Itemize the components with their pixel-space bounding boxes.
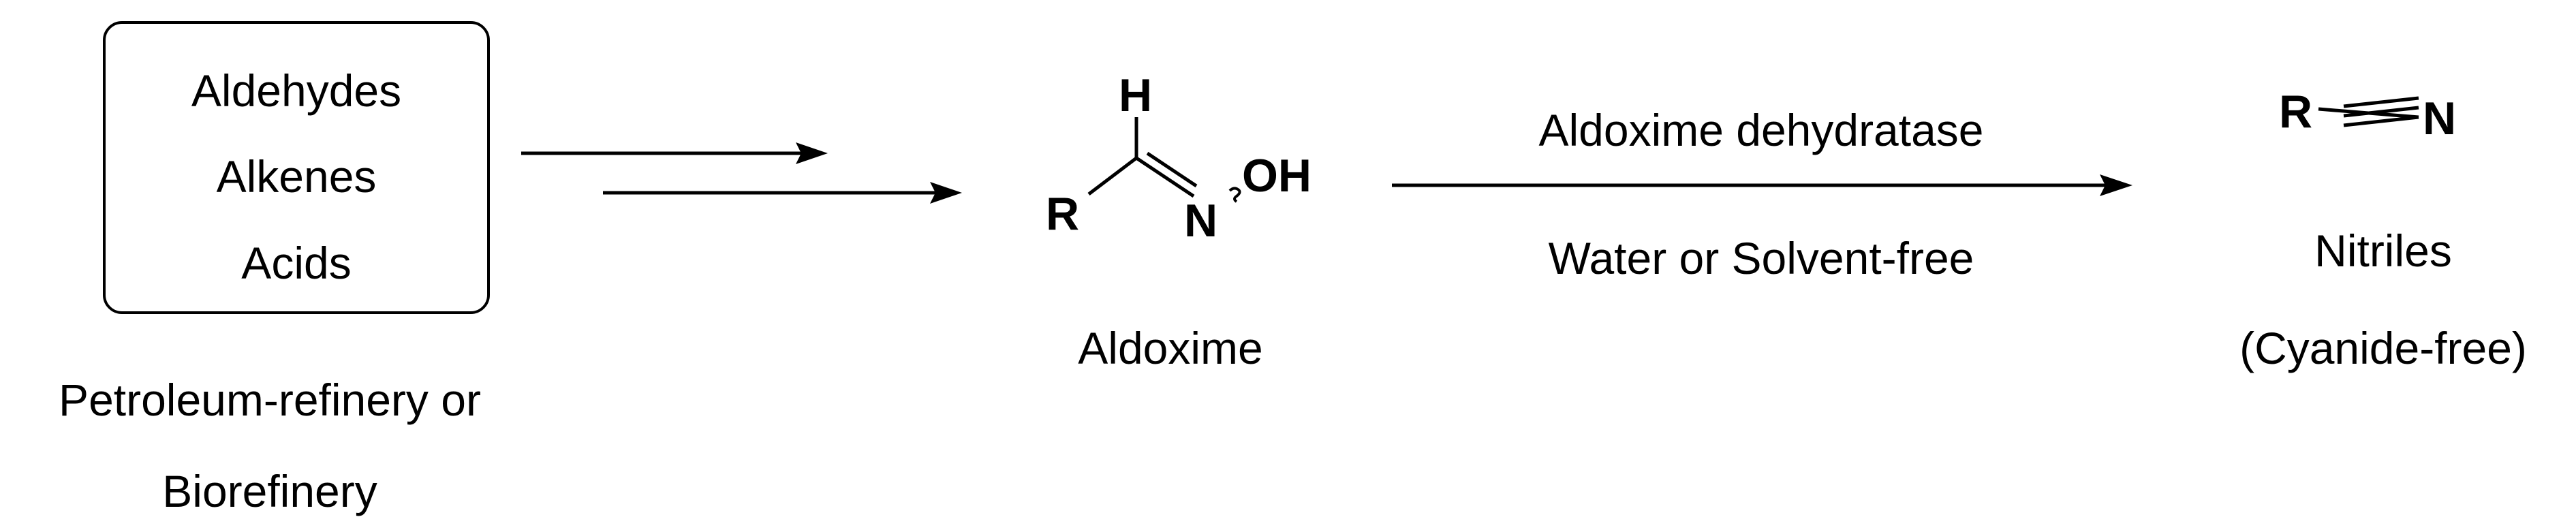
aldoxime-atom-h: H [1119, 69, 1153, 121]
reaction-catalyst: Aldoxime dehydratase [1538, 105, 1984, 155]
n-o-wavy-bond [1228, 187, 1241, 203]
nitrile-atom-r: R [2279, 86, 2313, 138]
aldoxime-atom-r: R [1046, 188, 1080, 240]
aldoxime-bonds [1087, 117, 1241, 203]
multistep-arrows [521, 142, 962, 204]
aldoxime-name: Aldoxime [1078, 323, 1263, 373]
upper-arrowhead [796, 142, 828, 164]
nitrile-triple-bond [2318, 96, 2419, 127]
nitrile-name: Nitriles [2314, 225, 2452, 276]
lower-arrowhead [930, 182, 962, 204]
reaction-conditions: Water or Solvent-free [1548, 233, 1974, 283]
feedstock-item-acids: Acids [241, 238, 352, 288]
nitrile-note: (Cyanide-free) [2239, 323, 2527, 373]
aldoxime-atom-oh: OH [1242, 150, 1312, 202]
c-n-double-bond-1 [1135, 156, 1195, 198]
feedstock-source-line1: Petroleum-refinery or [59, 375, 481, 425]
feedstock-item-aldehydes: Aldehydes [191, 65, 402, 116]
main-reaction-arrow [1392, 174, 2132, 196]
feedstock-item-alkenes: Alkenes [216, 151, 377, 202]
feedstock-box [103, 21, 490, 314]
aldoxime-atom-n: N [1184, 195, 1218, 247]
feedstock-source-line2: Biorefinery [162, 466, 377, 516]
r-c-bond [1087, 157, 1138, 195]
c-n-double-bond-2 [1146, 151, 1198, 188]
nitrile-atom-n: N [2423, 93, 2457, 144]
